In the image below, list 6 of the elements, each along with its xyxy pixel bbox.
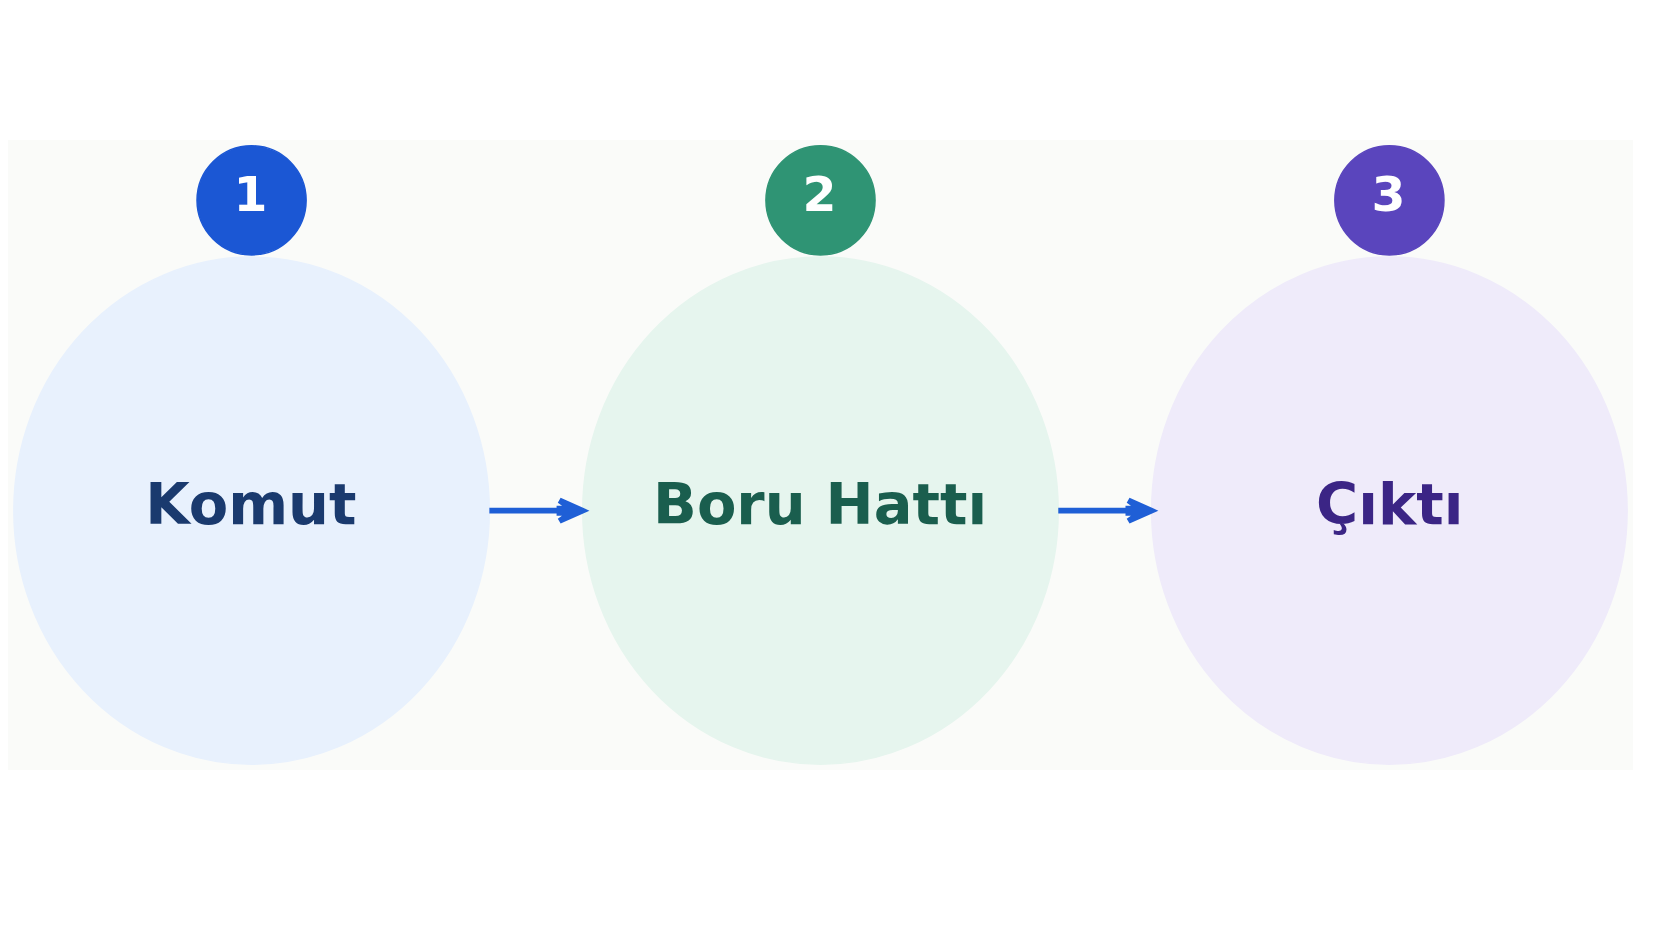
node-circle: 3 [1334,145,1445,256]
node-circle: Komut [13,256,491,765]
node-circle: 2 [765,145,876,256]
node-circle: Boru Hattı [582,256,1059,765]
node-circle: 1 [196,145,307,256]
node-circle: Çıktı [1150,256,1628,765]
